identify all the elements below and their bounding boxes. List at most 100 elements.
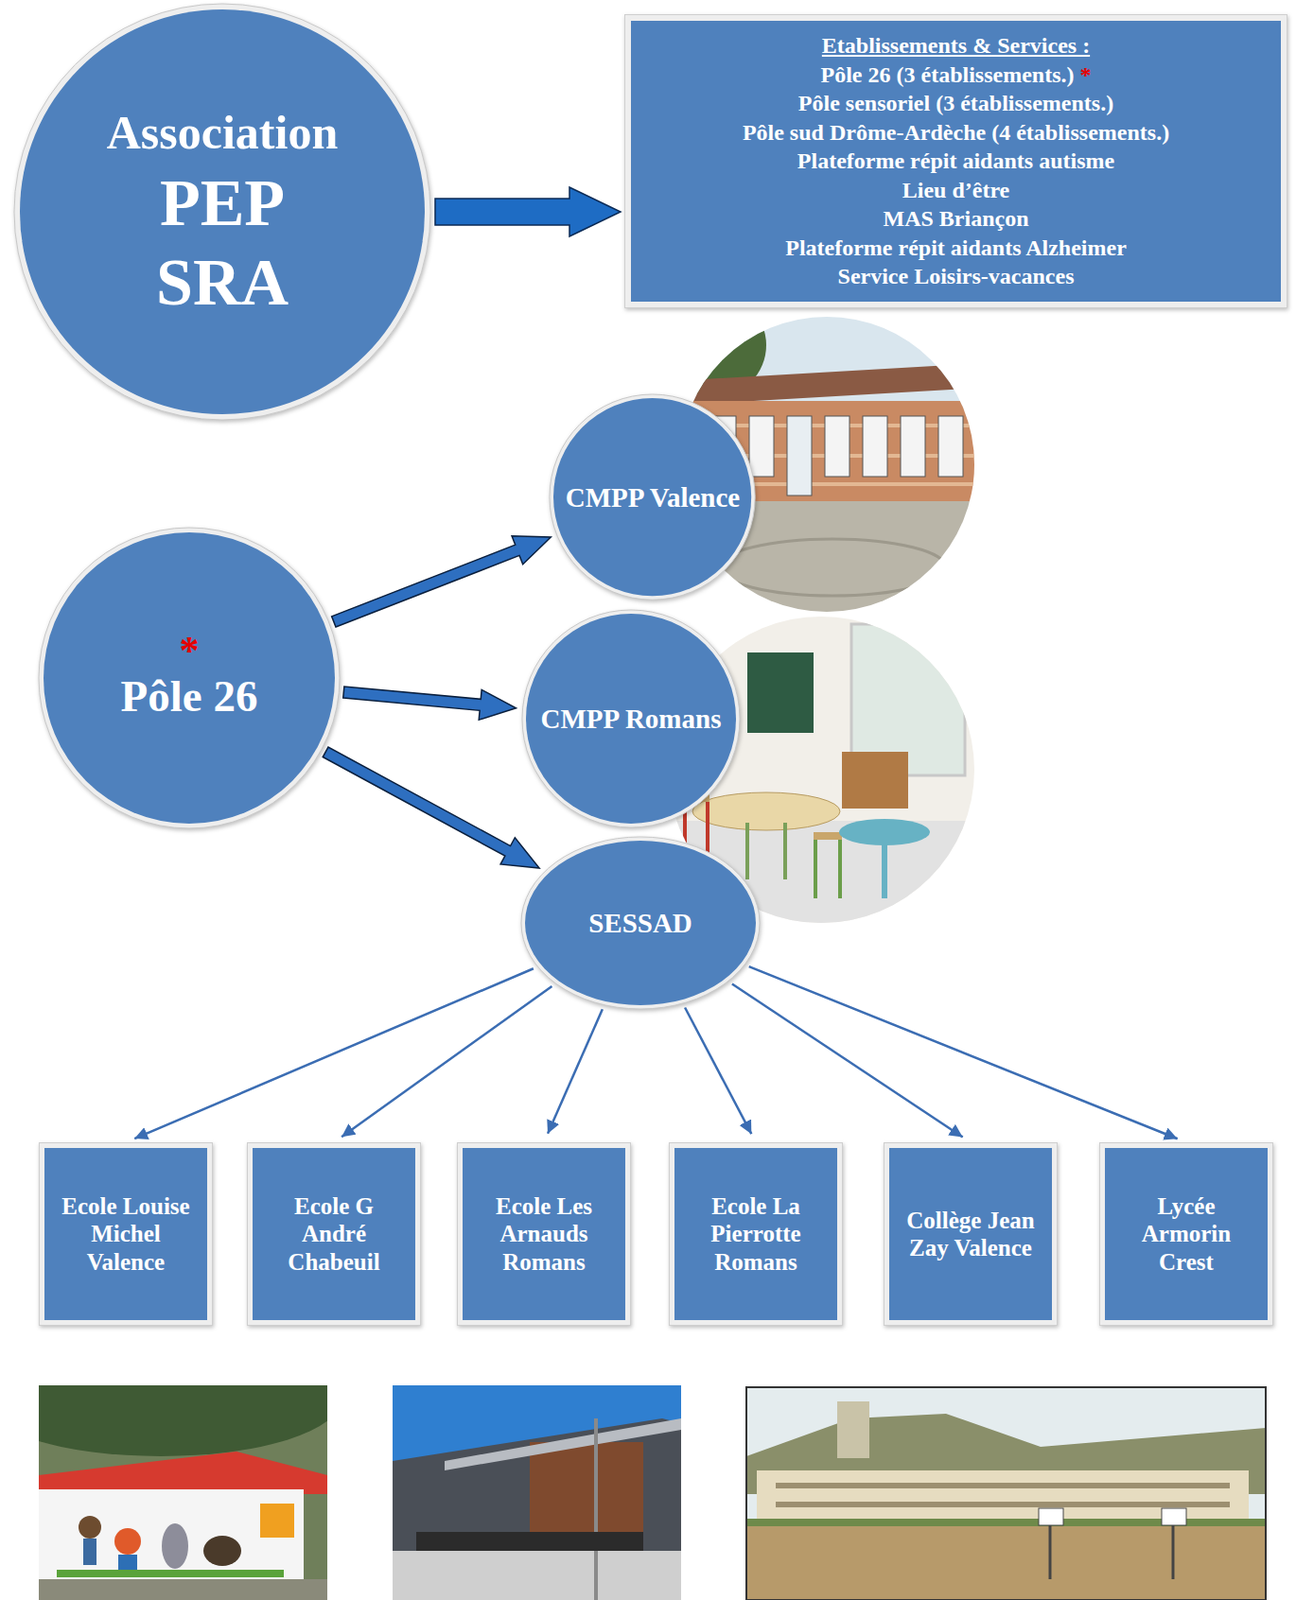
process-box: Ecole La Pierrotte Romans (668, 1142, 843, 1327)
text-line: Plateforme répit aidants Alzheimer (742, 233, 1170, 263)
footnote-mark: * (1079, 60, 1091, 89)
illustration-part (787, 416, 812, 496)
node-label: Ecole G André Chabeuil (267, 1192, 401, 1278)
illustration-part (203, 1536, 242, 1567)
arrow-connector (547, 1009, 603, 1135)
node-content: AssociationPEP SRA (13, 2, 432, 421)
process-box: Collège Jean Zay Valence (883, 1142, 1058, 1327)
circle-node: SESSAD (520, 836, 761, 1011)
box-fill (630, 20, 1281, 302)
photo-lycee (746, 1387, 1266, 1600)
text-line: CMPP Romans (541, 701, 722, 736)
node-content: *Pôle 26 (37, 526, 341, 830)
illustration-part (749, 416, 774, 477)
process-box: Ecole Les Arnauds Romans (456, 1142, 631, 1327)
circle-node: *Pôle 26 (37, 526, 341, 830)
illustration-part (783, 823, 788, 880)
text-line: Pôle 26 (3 établissements.)* (742, 60, 1170, 89)
node-text-group: Etablissements & Services :Pôle 26 (3 ét… (742, 31, 1170, 291)
box-ring (39, 1143, 213, 1327)
illustration-part (775, 1502, 1230, 1508)
illustration-part (38, 1579, 328, 1600)
illustration-part (938, 416, 964, 477)
node-label: CMPP Valence (565, 480, 740, 515)
circle-ring (38, 527, 340, 829)
node-content: Ecole G André Chabeuil (246, 1142, 421, 1327)
text-line: PEP SRA (106, 163, 338, 323)
illustration-part (839, 819, 930, 846)
circle-node: AssociationPEP SRA (13, 2, 432, 421)
box-ring (625, 15, 1288, 309)
box-ring (247, 1143, 421, 1327)
illustration-part (746, 1523, 1266, 1600)
circle-ring (549, 394, 755, 600)
node-label: Pôle 26 (121, 669, 259, 723)
block-arrow (435, 187, 621, 237)
node-label: Lieu d’être (902, 175, 1011, 205)
arrow-connector (341, 986, 552, 1138)
circle-fill (43, 532, 335, 824)
arrow-connector (749, 966, 1178, 1139)
text-line: Ecole Louise Michel Valence (59, 1192, 193, 1278)
circle-node: CMPP Romans (521, 609, 741, 829)
box-fill (1104, 1148, 1268, 1321)
node-label: Pôle sensoriel (3 établissements.) (798, 88, 1114, 118)
node-text-group: CMPP Romans (541, 701, 722, 736)
node-content: SESSAD (520, 836, 761, 1011)
node-label: Service Loisirs-vacances (838, 262, 1075, 291)
node-label: Pôle 26 (3 établissements.) (821, 60, 1075, 89)
circle-ring (521, 837, 760, 1010)
text-line: Pôle sensoriel (3 établissements.) (742, 88, 1170, 118)
text-line: Etablissements & Services : (742, 31, 1170, 60)
arrow-connector (684, 1008, 752, 1136)
arrow-connector (134, 968, 534, 1139)
illustration-part (78, 1516, 102, 1540)
node-text-group: AssociationPEP SRA (106, 102, 338, 323)
illustration-part (841, 752, 909, 809)
process-box: Etablissements & Services :Pôle 26 (3 ét… (624, 14, 1288, 309)
block-arrow (343, 686, 517, 720)
footnote-mark: * (178, 633, 199, 670)
text-line: Lycée Armorin Crest (1120, 1192, 1253, 1278)
node-label: Association (106, 102, 338, 164)
illustration-part (38, 1452, 328, 1495)
node-label: Ecole La Pierrotte Romans (689, 1192, 823, 1278)
text-line: Pôle 26 (121, 669, 259, 723)
box-outline (883, 1142, 1058, 1327)
box-fill (674, 1148, 838, 1321)
text-line: MAS Briançon (742, 204, 1170, 233)
illustration-part (1038, 1508, 1064, 1526)
illustration-part (529, 1442, 644, 1547)
illustration-part (746, 1387, 1266, 1600)
node-text-group: SESSAD (588, 906, 693, 941)
node-content: Lycée Armorin Crest (1099, 1142, 1274, 1327)
box-fill (462, 1148, 626, 1321)
illustration-part (1161, 1508, 1187, 1526)
circle-ring (14, 3, 431, 421)
text-line: Service Loisirs-vacances (742, 262, 1170, 291)
illustration-part (161, 1523, 189, 1570)
circle-fill (553, 398, 752, 596)
text-line: Ecole G André Chabeuil (267, 1192, 401, 1278)
circle-fill (19, 9, 425, 415)
node-text-group: Ecole Les Arnauds Romans (477, 1192, 611, 1278)
text-line: Ecole La Pierrotte Romans (689, 1192, 823, 1278)
illustration-part (837, 1401, 870, 1459)
node-text-group: Lycée Armorin Crest (1120, 1192, 1253, 1278)
illustration-part (775, 1483, 1230, 1489)
box-ring (1100, 1143, 1274, 1327)
process-box: Lycée Armorin Crest (1099, 1142, 1274, 1327)
illustration-part (260, 1504, 295, 1539)
text-line: CMPP Valence (565, 480, 740, 515)
block-arrow (322, 747, 540, 869)
box-fill (889, 1148, 1052, 1321)
text-line: Pôle sud Drôme-Ardèche (4 établissements… (742, 118, 1170, 147)
node-content: Ecole La Pierrotte Romans (668, 1142, 843, 1327)
node-text-group: *Pôle 26 (121, 633, 259, 723)
text-line: Lieu d’être (742, 175, 1170, 205)
block-arrow (332, 536, 552, 628)
illustration-part (392, 1418, 682, 1561)
photo-college (392, 1385, 682, 1600)
illustration-part (594, 1418, 598, 1600)
node-content: CMPP Valence (548, 393, 756, 601)
